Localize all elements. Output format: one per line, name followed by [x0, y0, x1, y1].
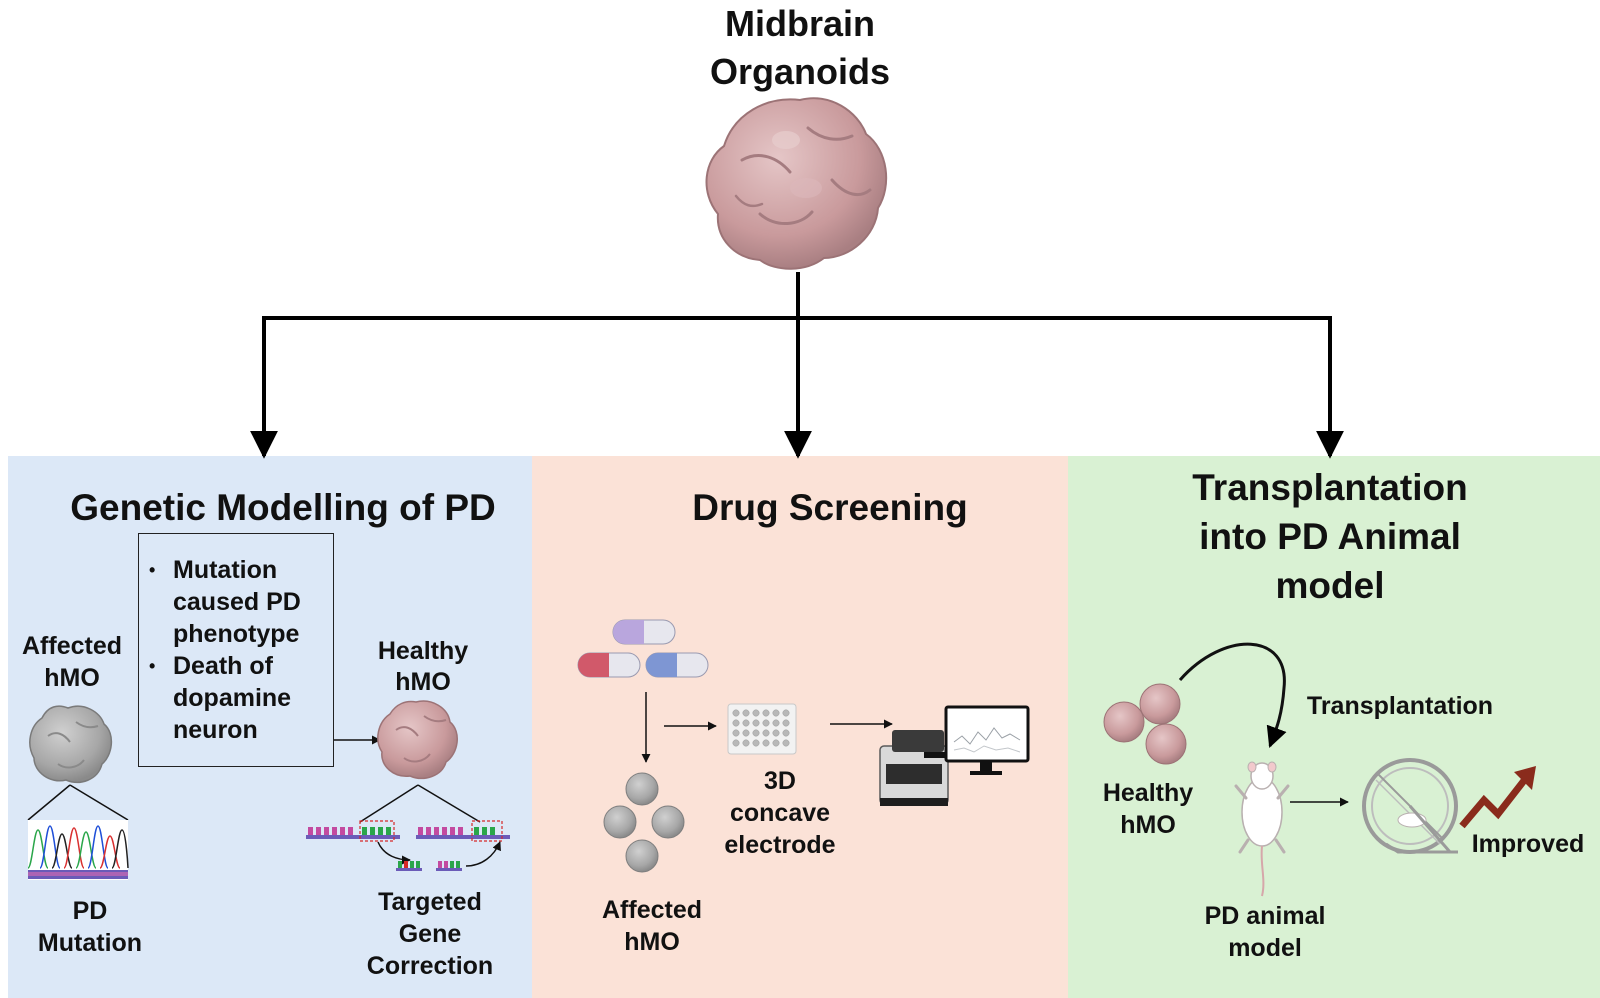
- phenotype-bullet: Death of dopamine neuron: [139, 650, 333, 746]
- dna-strand-icon: [416, 820, 510, 842]
- monitor-icon: [944, 705, 1030, 775]
- plate-reader-icon: [879, 730, 950, 806]
- dna-fragment-icon: [436, 861, 462, 871]
- improved-label: Improved: [1471, 830, 1585, 858]
- dna-strand-icon: [306, 820, 400, 842]
- drug-capsules-icon: [577, 619, 709, 678]
- tree-connector: [250, 272, 1344, 459]
- targeted-gene-correction-label: Targeted Gene Correction: [366, 888, 494, 980]
- pd-animal-model-label: PD animal model: [1204, 902, 1326, 962]
- midbrain-organoid-icon: [705, 97, 888, 270]
- phenotype-bullet: Mutation caused PD phenotype: [139, 554, 333, 650]
- main-title: Midbrain Organoids: [709, 3, 891, 92]
- affected-hmo-label: Affected hMO: [21, 632, 122, 692]
- exercise-wheel-icon: [1362, 758, 1458, 854]
- zoom-lines: [359, 784, 481, 823]
- healthy-hmo-label: Healthy hMO: [1102, 779, 1194, 839]
- affected-hmo-icon: [29, 705, 113, 784]
- panel-title-transplant: Transplantation into PD Animal model: [1192, 467, 1468, 606]
- transplantation-label: Transplantation: [1306, 692, 1494, 720]
- affected-organoid-cluster-icon: [603, 772, 685, 873]
- transplantation-arrow: [1178, 642, 1287, 748]
- dna-fragment-icon: [396, 861, 422, 871]
- electrode-label: 3D concave electrode: [724, 767, 836, 859]
- mouse-icon: [1234, 761, 1290, 897]
- electrode-plate-icon: [727, 703, 797, 755]
- healthy-organoid-cluster-icon: [1103, 683, 1187, 765]
- improvement-trend-icon: [1459, 766, 1536, 829]
- healthy-hmo-icon: [377, 700, 458, 780]
- panel-title-genetic: Genetic Modelling of PD: [70, 487, 496, 528]
- panel-title-drug: Drug Screening: [692, 487, 968, 528]
- correction-arrow-icon: [377, 841, 411, 865]
- phenotype-box: Mutation caused PD phenotype Death of do…: [138, 533, 334, 767]
- zoom-lines: [27, 784, 129, 821]
- healthy-hmo-label: Healthy hMO: [377, 637, 469, 696]
- pd-mutation-label: PD Mutation: [37, 897, 143, 957]
- correction-arrow-icon: [465, 841, 501, 867]
- affected-hmo-label: Affected hMO: [601, 896, 702, 956]
- sequencing-chromatogram-icon: [27, 820, 129, 880]
